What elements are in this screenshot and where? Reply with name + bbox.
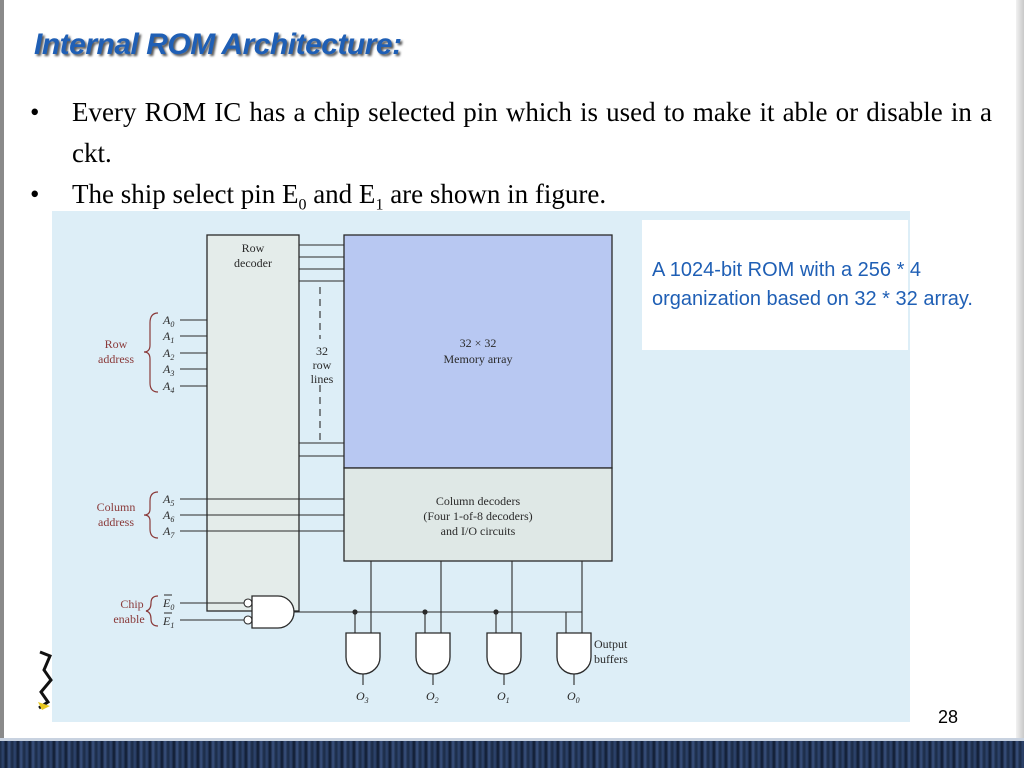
enable-wires bbox=[180, 598, 253, 625]
bullet-text: The ship select pin E bbox=[72, 179, 299, 209]
row-address-label: Row bbox=[105, 337, 128, 351]
right-edge-band bbox=[1016, 0, 1024, 768]
memory-array-block bbox=[343, 234, 613, 469]
output-buffer-gate bbox=[556, 632, 592, 675]
input-label-a1: A1 bbox=[162, 329, 174, 345]
bullet-item: • Every ROM IC has a chip selected pin w… bbox=[30, 92, 992, 174]
bullet-text: Every ROM IC has a chip selected pin whi… bbox=[72, 97, 992, 168]
chip-enable-label: enable bbox=[113, 612, 144, 626]
output-label-o2: O2 bbox=[426, 689, 439, 705]
input-label-e0: E0 bbox=[162, 596, 174, 612]
row-address-brace bbox=[143, 312, 159, 393]
output-buffers-label: buffers bbox=[594, 652, 628, 666]
output-buffer-gate bbox=[486, 632, 522, 675]
output-buffers-label: Output bbox=[594, 637, 628, 651]
column-address-label: address bbox=[98, 515, 134, 529]
row-address-label: address bbox=[98, 352, 134, 366]
caption-box bbox=[642, 220, 908, 350]
row-lines bbox=[299, 244, 344, 457]
column-input-labels: A5 A6 A7 bbox=[162, 492, 175, 540]
output-label-o3: O3 bbox=[356, 689, 369, 705]
column-address-label: Column bbox=[97, 500, 136, 514]
input-label-a0: A0 bbox=[162, 313, 174, 329]
column-decoder-label: Column decoders bbox=[436, 494, 521, 508]
bullet-dot: • bbox=[30, 179, 40, 209]
row-decoder-label: Row bbox=[242, 241, 265, 255]
figure-caption: A 1024-bit ROM with a 256 * 4 organizati… bbox=[652, 259, 973, 310]
footer-top-line bbox=[0, 738, 1024, 741]
column-decoder-label: (Four 1-of-8 decoders) bbox=[423, 509, 532, 523]
bullet-text: are shown in figure. bbox=[383, 179, 607, 209]
memory-array-label: Memory array bbox=[444, 352, 513, 366]
footer-band bbox=[0, 741, 1024, 768]
decorative-corner-shape bbox=[38, 650, 53, 710]
row-lines-label: lines bbox=[311, 372, 334, 386]
chip-enable-label: Chip bbox=[120, 597, 143, 611]
enable-input-labels: E0 E1 bbox=[162, 594, 174, 630]
column-address-brace bbox=[143, 491, 159, 539]
row-input-labels: A0 A1 A2 A3 A4 bbox=[162, 313, 174, 395]
output-labels: O3 O2 O1 O0 bbox=[356, 689, 580, 705]
column-decoder-block bbox=[343, 467, 613, 562]
column-decoder-label: and I/O circuits bbox=[441, 524, 516, 538]
bullet-dot: • bbox=[30, 97, 40, 127]
input-label-a7: A7 bbox=[162, 524, 175, 540]
input-label-a3: A3 bbox=[162, 362, 174, 378]
bullet-text: and E bbox=[306, 179, 376, 209]
left-edge-band bbox=[0, 0, 4, 768]
output-buffer-gate bbox=[345, 632, 381, 675]
input-label-a2: A2 bbox=[162, 346, 174, 362]
subscript: 1 bbox=[375, 196, 384, 214]
chip-enable-and-gate bbox=[251, 595, 295, 629]
bullet-list: • Every ROM IC has a chip selected pin w… bbox=[30, 92, 992, 225]
row-address-inputs bbox=[180, 319, 207, 387]
output-wires bbox=[362, 674, 575, 685]
input-label-a4: A4 bbox=[162, 379, 174, 395]
slide-title: Internal ROM Architecture: bbox=[34, 28, 402, 61]
input-label-e1: E1 bbox=[162, 614, 174, 630]
output-label-o0: O0 bbox=[567, 689, 580, 705]
row-lines-label: row bbox=[313, 358, 332, 372]
chip-enable-brace bbox=[145, 595, 159, 627]
row-lines-label: 32 bbox=[316, 344, 328, 358]
input-label-a6: A6 bbox=[162, 508, 174, 524]
column-output-wires bbox=[354, 561, 583, 633]
bullet-item: • The ship select pin E0 and E1 are show… bbox=[30, 174, 992, 225]
row-decoder-block bbox=[206, 234, 300, 612]
output-buffers bbox=[345, 632, 592, 675]
junction-dots bbox=[352, 609, 499, 615]
subscript: 0 bbox=[298, 196, 307, 214]
output-label-o1: O1 bbox=[497, 689, 510, 705]
rom-architecture-diagram: Row decoder 32 × 32 Memory array Column … bbox=[52, 211, 910, 722]
output-buffer-gate bbox=[415, 632, 451, 675]
column-address-inputs bbox=[180, 498, 344, 532]
input-label-a5: A5 bbox=[162, 492, 174, 508]
memory-array-label: 32 × 32 bbox=[460, 336, 497, 350]
slide-number: 28 bbox=[938, 707, 959, 727]
row-decoder-label: decoder bbox=[234, 256, 272, 270]
